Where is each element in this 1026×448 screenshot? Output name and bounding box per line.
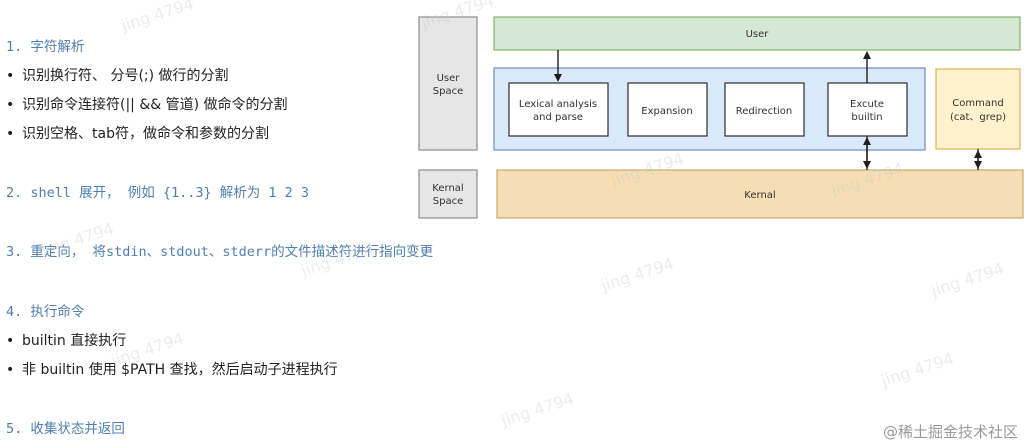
kernal-space-label-line1: Kernal [432,183,463,194]
notes-panel: 1. 字符解析 • 识别换行符、 分号(;) 做行的分割 • 识别命令连接符(|| &&… [0,0,433,448]
command-line2: (cat、grep) [950,112,1006,123]
stage-expansion-label: Expansion [641,106,693,117]
stage-redirection: Redirection [724,82,805,137]
stage-lexical-line2: and parse [533,112,583,123]
command-line1: Command [952,98,1003,109]
stage-expansion: Expansion [627,82,708,137]
note-bullet-text: 识别空格、tab符，做命令和参数的分割 [22,126,269,142]
note-bullet-text: builtin 直接执行 [22,333,127,349]
note-heading: 5. 收集状态并返回 [6,421,125,437]
user-space-label-line2: Space [433,86,463,97]
stage-lexical-line1: Lexical analysis [519,99,597,110]
kernal-space-box: Kernal Space [418,169,478,219]
bullet-dot-icon: • [6,362,15,378]
user-space-label-line1: User [437,73,461,84]
credit-text: @稀土掘金技术社区 [882,423,1018,441]
note-heading: 3. 重定向， 将stdin、stdout、stderr的文件描述符进行指向变更 [6,244,434,260]
bullet-dot-icon: • [6,97,15,113]
bullet-dot-icon: • [6,126,15,142]
kernal-bar: Kernal [496,169,1024,219]
user-bar-label: User [746,29,770,40]
user-space-box: User Space [418,16,478,151]
note-bullet-text: 识别命令连接符(|| && 管道) 做命令的分割 [22,97,288,113]
note-bullet: • 识别换行符、 分号(;) 做行的分割 [6,66,229,86]
kernal-bar-label: Kernal [744,190,775,201]
stage-redirection-label: Redirection [736,106,792,117]
stage-excute-line2: builtin [851,112,882,123]
command-box: Command (cat、grep) [935,68,1021,150]
kernal-space-label-line2: Space [433,196,463,207]
note-heading: 1. 字符解析 [6,39,85,55]
stage-lexical-analysis: Lexical analysis and parse [508,82,609,137]
note-bullet-text: 非 builtin 使用 $PATH 查找，然后启动子进程执行 [22,362,338,378]
stage-excute-builtin: Excute builtin [827,82,908,137]
user-bar: User [493,16,1021,51]
note-bullet: • 非 builtin 使用 $PATH 查找，然后启动子进程执行 [6,360,338,380]
note-heading: 4. 执行命令 [6,304,85,320]
bullet-dot-icon: • [6,333,15,349]
bullet-dot-icon: • [6,68,15,84]
note-bullet: • builtin 直接执行 [6,331,126,351]
note-bullet-text: 识别换行符、 分号(;) 做行的分割 [22,68,229,84]
note-heading: 2. shell 展开， 例如 {1..3} 解析为 1 2 3 [6,185,310,201]
note-bullet: • 识别空格、tab符，做命令和参数的分割 [6,124,269,144]
note-bullet: • 识别命令连接符(|| && 管道) 做命令的分割 [6,95,288,115]
stage-excute-line1: Excute [850,99,884,110]
